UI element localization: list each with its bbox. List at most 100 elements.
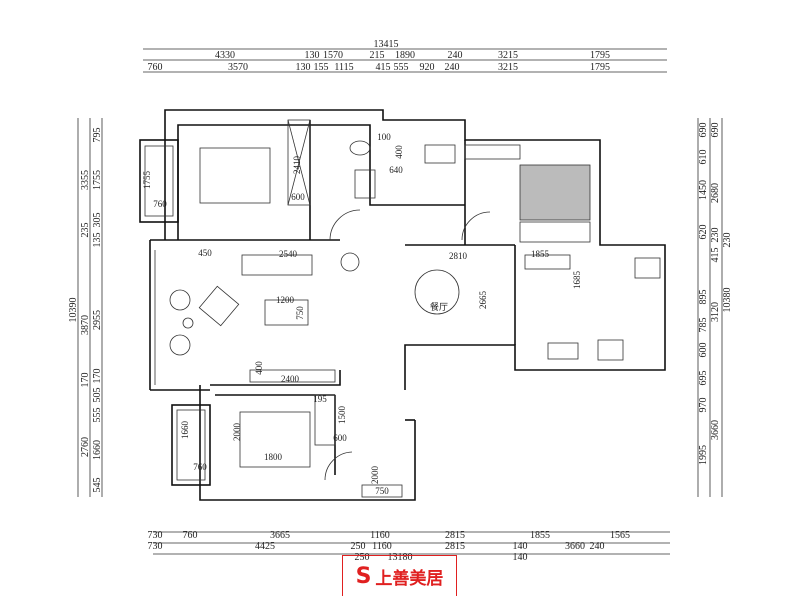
dimension-label: 2760	[80, 437, 91, 457]
dimension-label: 3215	[498, 50, 518, 61]
dimension-label: 730	[148, 541, 163, 552]
dimension-label: 450	[198, 248, 212, 258]
dimension-label: 760	[153, 199, 167, 209]
dimension-label: 195	[313, 394, 327, 404]
dimension-label: 760	[148, 62, 163, 73]
dimension-label: 4425	[255, 541, 275, 552]
dimension-label: 545	[92, 478, 103, 493]
fridge	[634, 257, 661, 279]
dimension-label: 400	[254, 361, 264, 375]
basin-2	[424, 144, 456, 164]
brand-logo: S 上善美居	[342, 555, 457, 596]
dimension-label: 3120	[710, 302, 721, 322]
dimension-label: 600	[698, 343, 709, 358]
dimension-label: 1565	[610, 530, 630, 541]
dining-table	[414, 269, 460, 315]
walls	[139, 109, 666, 501]
dimension-label: 170	[80, 373, 91, 388]
tv-cabinet	[241, 254, 313, 276]
dining-label: 餐厅	[430, 301, 448, 312]
dimension-label: 2680	[710, 183, 721, 203]
bed-top	[199, 147, 271, 204]
dimension-label: 240	[590, 541, 605, 552]
dimension-label: 1200	[276, 295, 295, 305]
dimension-label: 140	[513, 552, 528, 563]
dimension-label: 555	[394, 62, 409, 73]
dimension-label: 1890	[395, 50, 415, 61]
dimension-label: 250	[351, 541, 366, 552]
coffee-table	[264, 299, 309, 326]
dimension-label: 2810	[449, 251, 468, 261]
dimension-label: 1755	[92, 170, 103, 190]
washbasin	[354, 169, 376, 199]
dimension-label: 10380	[722, 288, 733, 313]
dimension-label: 415	[376, 62, 391, 73]
dimension-label: 760	[183, 530, 198, 541]
dimension-label: 155	[314, 62, 329, 73]
dimension-label: 2955	[92, 310, 103, 330]
dimension-label: 1115	[334, 62, 353, 73]
dimension-label: 230	[710, 228, 721, 243]
dimension-label: 1660	[180, 421, 190, 440]
furniture	[169, 119, 661, 498]
dimension-label: 610	[698, 150, 709, 165]
dimension-label: 1800	[264, 452, 283, 462]
dimension-label: 1450	[698, 180, 709, 200]
dimension-label: 1160	[372, 541, 392, 552]
top-total-dimension: 13415	[374, 39, 399, 50]
dimension-label: 400	[394, 145, 404, 159]
dimension-label: 2410	[292, 156, 302, 175]
dimension-label: 2815	[445, 541, 465, 552]
dimension-label: 1160	[370, 530, 390, 541]
dimension-label: 240	[445, 62, 460, 73]
dimension-label: 620	[698, 225, 709, 240]
dimension-label: 730	[148, 530, 163, 541]
dimension-label: 640	[389, 165, 403, 175]
dimension-label: 130	[296, 62, 311, 73]
dimension-label: 215	[370, 50, 385, 61]
dimension-label: 2400	[281, 374, 300, 384]
dimension-label: 1855	[530, 530, 550, 541]
armchair	[198, 285, 240, 327]
dimension-label: 2540	[279, 249, 298, 259]
wardrobe-top	[287, 119, 311, 206]
dimension-label: 690	[698, 123, 709, 138]
dimension-label: 415	[710, 248, 721, 263]
dimension-label: 2000	[232, 423, 242, 442]
dimension-label: 795	[92, 128, 103, 143]
dimension-label: 600	[291, 192, 305, 202]
stove	[524, 254, 571, 270]
dimension-label: 3870	[80, 315, 91, 335]
dimension-label: 1660	[92, 440, 103, 460]
dimension-label: 130	[305, 50, 320, 61]
dimension-label: 235	[80, 223, 91, 238]
dimension-label: 3660	[710, 420, 721, 440]
dimension-label: 135	[92, 233, 103, 248]
dimension-label: 3215	[498, 62, 518, 73]
dimension-label: 2665	[478, 291, 488, 310]
dimension-label: 920	[420, 62, 435, 73]
dimension-lines	[77, 48, 723, 555]
dimension-label: 140	[513, 541, 528, 552]
dimension-label: 3570	[228, 62, 248, 73]
logo-mark: S	[355, 563, 372, 589]
study-bed	[519, 164, 591, 221]
dimension-label: 230	[722, 233, 733, 248]
dimension-label: 10390	[68, 298, 79, 323]
dimension-label: 2815	[445, 530, 465, 541]
dimension-label: 785	[698, 318, 709, 333]
dimension-label: 1570	[323, 50, 343, 61]
dimension-label: 3665	[270, 530, 290, 541]
dimension-label: 3660	[565, 541, 585, 552]
dimension-label: 555	[92, 408, 103, 423]
dimension-label: 4330	[215, 50, 235, 61]
dimension-label: 250	[355, 552, 370, 563]
dimension-label: 1500	[337, 406, 347, 425]
dimension-label: 2000	[370, 466, 380, 485]
dimension-label: 1795	[590, 50, 610, 61]
dimension-label: 600	[333, 433, 347, 443]
study-desk	[464, 144, 521, 160]
